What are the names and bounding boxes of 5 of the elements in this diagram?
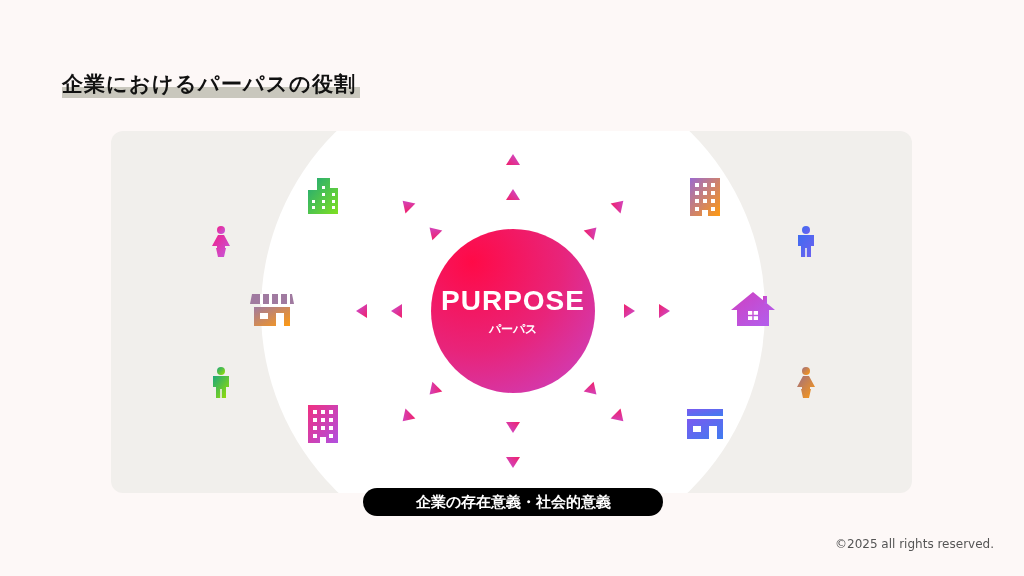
circle-subtitle: パーパス bbox=[489, 320, 537, 338]
caption-pill: 企業の存在意義・社会的意義 bbox=[363, 488, 663, 516]
page-title: 企業におけるパーパスの役割 bbox=[62, 70, 360, 98]
copyright-note: ©2025 all rights reserved. bbox=[835, 537, 994, 551]
circle-title: PURPOSE bbox=[441, 284, 585, 317]
